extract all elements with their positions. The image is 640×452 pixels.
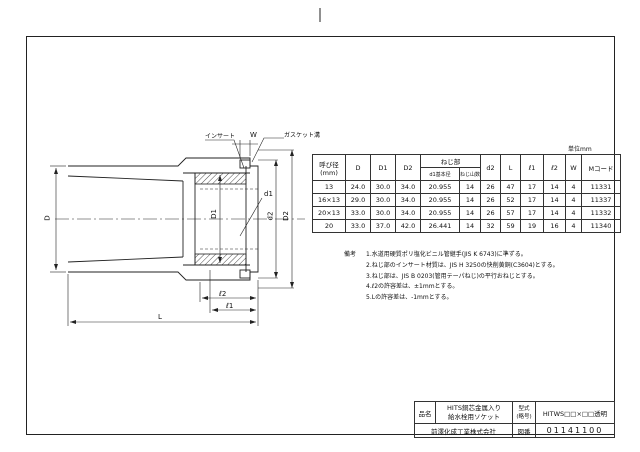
- col-thread-header: ねじ部: [420, 154, 481, 168]
- insert-label: インサート: [205, 133, 236, 140]
- spec-table: 呼び径(mm) D D1 D2 ねじ部 d2 L ℓ1 ℓ2 W Mコード d1…: [312, 154, 621, 233]
- dim-D-label: D: [43, 215, 52, 221]
- dim-D2-label: D2: [281, 211, 290, 221]
- col-D2-header: D2: [395, 154, 421, 181]
- notes-title: 備考: [344, 251, 357, 258]
- outer-profile: [68, 157, 259, 281]
- col-l1-header: ℓ1: [520, 154, 544, 181]
- col-thread-count: ねじ山数: [459, 167, 481, 181]
- model-value: HITWS□□×□□透明: [535, 401, 615, 424]
- note-item: 4.ℓ2の許容差は、±1mmとする。: [366, 283, 459, 291]
- note-item: 5.Lの許容差は、-1mmとする。: [366, 294, 453, 302]
- col-thread-base-dia: d1基本径: [420, 167, 460, 181]
- col-D-header: D: [345, 154, 371, 181]
- notes-block: 備考 1.水道用硬質ポリ塩化ビニル管継手(JIS K 6743)に準ずる。 2.ね…: [344, 250, 559, 304]
- col-W-header: W: [565, 154, 582, 181]
- col-L-header: L: [500, 154, 521, 181]
- model-label: 型式(略号): [512, 401, 536, 424]
- dim-l2-label: ℓ2: [219, 290, 227, 298]
- note-item: 2.ねじ部のインサート材質は、JIS H 3250の快削黄銅(C3604)とする…: [366, 261, 559, 269]
- note-item: 3.ねじ部は、JIS B 0203(管用テーパねじ)の平行おねじとする。: [366, 272, 539, 280]
- sheet-border: [26, 36, 615, 435]
- col-l2-header: ℓ2: [543, 154, 566, 181]
- dimension-lines: [50, 137, 294, 326]
- dim-d1-label: d1: [264, 190, 273, 198]
- product-name-label: 品名: [414, 401, 436, 424]
- dim-l1-label: ℓ1: [226, 302, 234, 310]
- product-name: HITS銅芯金属入り給水栓用ソケット: [435, 401, 513, 424]
- col-nominal-header: 呼び径(mm): [312, 154, 346, 181]
- col-D1-header: D1: [370, 154, 396, 181]
- dim-D1-label: D1: [209, 209, 218, 219]
- title-block: 品名 HITS銅芯金属入り給水栓用ソケット 型式(略号) HITWS□□×□□透…: [414, 401, 615, 438]
- note-item: 1.水道用硬質ポリ塩化ビニル管継手(JIS K 6743)に準ずる。: [366, 251, 527, 258]
- company-name: 前澤化成工業株式会社: [414, 423, 513, 438]
- gasket-groove-label: ガスケット溝: [284, 132, 321, 139]
- drawing-number: 01141100: [535, 423, 615, 438]
- dim-d2-label: d2: [266, 211, 275, 221]
- unit-note: 単位mm: [568, 146, 592, 153]
- col-d2-header: d2: [480, 154, 501, 181]
- drawing-no-label: 図番: [512, 423, 536, 438]
- col-code-header: Mコード: [581, 154, 621, 181]
- dim-L-label: L: [158, 313, 162, 321]
- dim-W-label: W: [250, 131, 257, 139]
- dimension-arrows: [54, 150, 294, 324]
